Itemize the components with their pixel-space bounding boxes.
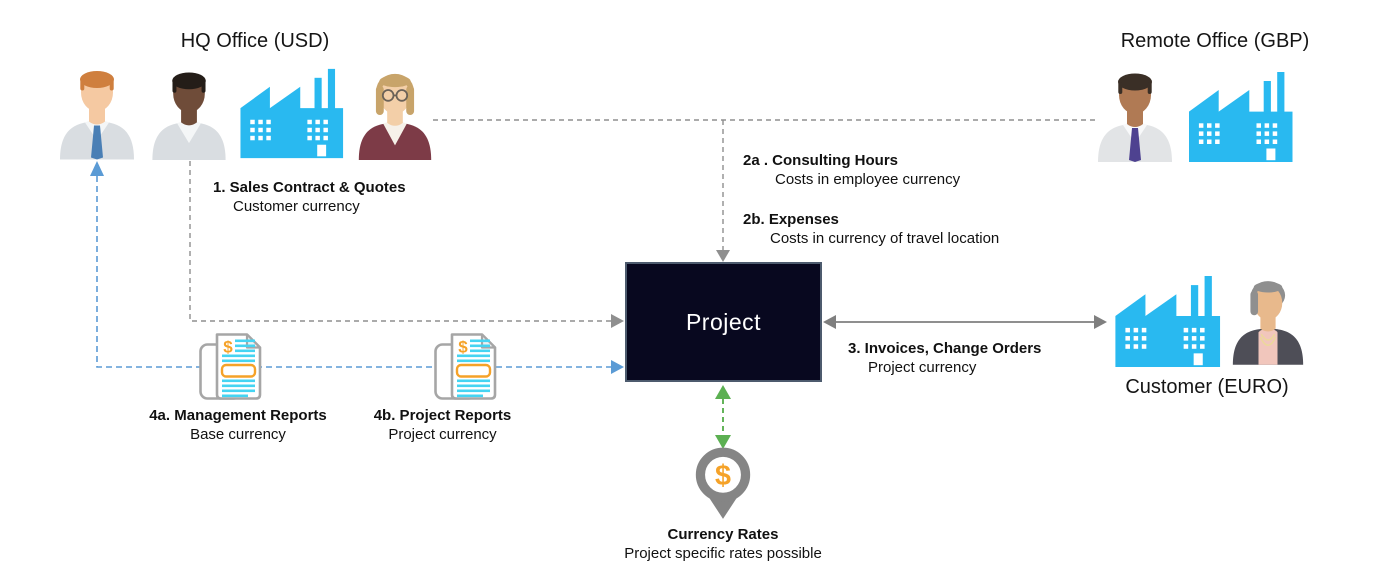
- dollar-glyph: $: [458, 338, 468, 357]
- customer-label: Customer (EURO): [1125, 376, 1289, 398]
- document-icon-management-reports: $: [197, 331, 267, 409]
- dollar-glyph: $: [715, 460, 731, 492]
- flow-3-connector: [823, 315, 1107, 329]
- currency-rates-title: Currency Rates: [667, 526, 779, 543]
- flow-3-subtitle: Project currency: [868, 359, 977, 376]
- remote-office-title: Remote Office (GBP): [1120, 30, 1310, 52]
- person-icon-hq-manager: [57, 67, 137, 165]
- factory-icon-hq: [236, 67, 352, 165]
- flow-4b-title: 4b. Project Reports: [373, 407, 512, 424]
- currency-rates-connector: [715, 385, 731, 449]
- flow-1-subtitle: Customer currency: [233, 198, 360, 215]
- flow-2a-subtitle: Costs in employee currency: [775, 171, 961, 188]
- person-icon-customer: [1230, 274, 1306, 373]
- factory-icon-customer: [1110, 276, 1230, 372]
- person-icon-hq-sales: [149, 69, 229, 165]
- factory-icon-remote: [1184, 72, 1302, 167]
- flow-2a-title: 2a . Consulting Hours: [743, 152, 899, 169]
- flow-3-title: 3. Invoices, Change Orders: [848, 340, 1042, 357]
- flow-2a-label: 2a . Consulting Hours Costs in employee …: [743, 151, 960, 189]
- person-icon-remote-consultant: [1095, 70, 1175, 167]
- flow-4a-label: 4a. Management Reports Base currency: [140, 406, 336, 444]
- flow-1-connector: [189, 161, 624, 328]
- flow-1-label: 1. Sales Contract & Quotes Customer curr…: [213, 178, 406, 216]
- dollar-glyph: $: [223, 338, 233, 357]
- flow-2b-subtitle: Costs in currency of travel location: [770, 230, 1000, 247]
- project-box-label: Project: [685, 308, 762, 335]
- flow-4a-subtitle: Base currency: [190, 426, 286, 443]
- document-icon-project-reports: $: [432, 331, 502, 409]
- flow-1-title: 1. Sales Contract & Quotes: [213, 179, 406, 196]
- person-icon-hq-accountant: [355, 70, 435, 165]
- flow-2-connector: [433, 119, 1097, 262]
- project-box: Project: [625, 262, 822, 382]
- currency-rates-pin-icon: $: [686, 443, 760, 528]
- hq-office-title: HQ Office (USD): [180, 30, 330, 52]
- flow-3-label: 3. Invoices, Change Orders Project curre…: [848, 339, 1041, 377]
- flow-4b-label: 4b. Project Reports Project currency: [350, 406, 535, 444]
- currency-rates-subtitle: Project specific rates possible: [624, 545, 822, 562]
- flow-2b-label: 2b. Expenses Costs in currency of travel…: [743, 210, 999, 248]
- currency-rates-label: Currency Rates Project specific rates po…: [598, 525, 848, 563]
- flow-4a-title: 4a. Management Reports: [149, 407, 327, 424]
- flow-4b-subtitle: Project currency: [388, 426, 497, 443]
- flow-2b-title: 2b. Expenses: [743, 211, 839, 228]
